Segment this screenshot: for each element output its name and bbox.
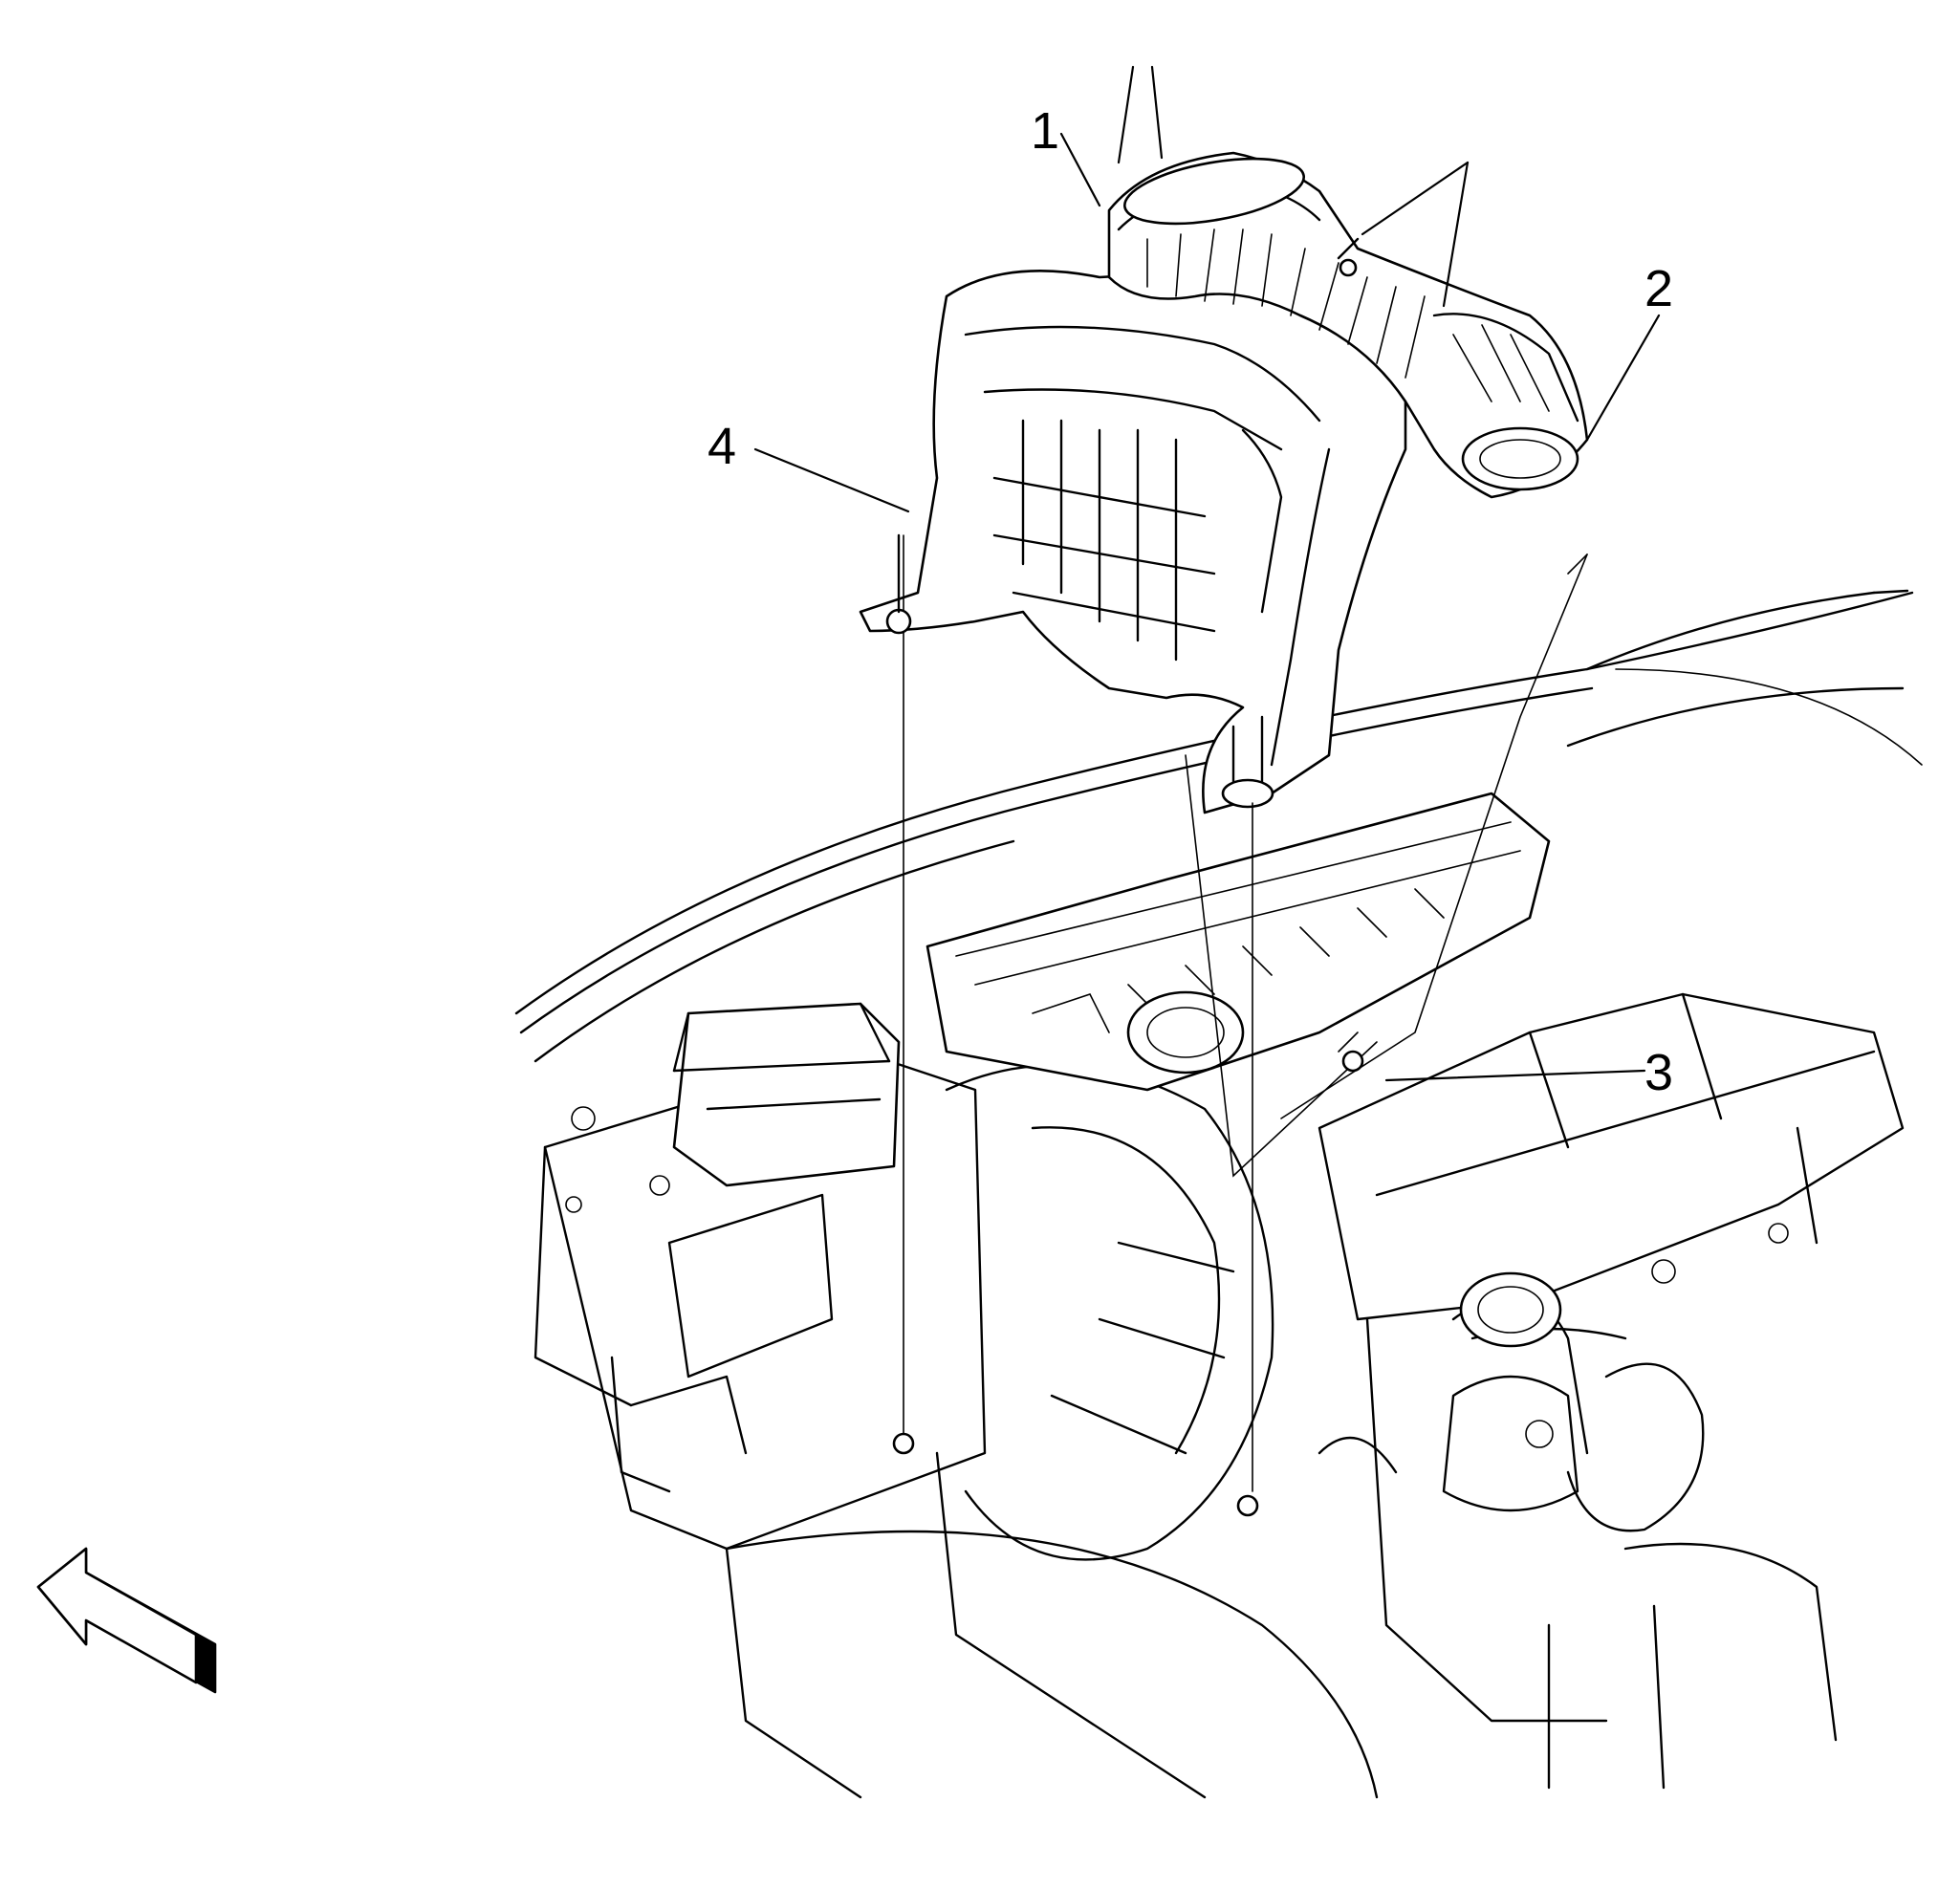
intake-manifold (1318, 992, 1905, 1790)
callout-4: 4 (708, 418, 736, 475)
front-direction-arrow-icon (36, 1547, 217, 1694)
assembly-lines (903, 534, 1588, 1492)
fasteners (885, 258, 1364, 1517)
intake-duct (1107, 151, 1589, 499)
bolt-icon (1236, 1494, 1259, 1517)
bolt-icon (1339, 258, 1358, 277)
radiator-support (534, 1050, 987, 1551)
bolt-icon (885, 608, 912, 635)
callout-leaders (753, 65, 1661, 1082)
air-cleaner-upper-housing (859, 270, 1407, 814)
callout-2: 2 (1644, 260, 1673, 317)
bolt-icon (1341, 1050, 1364, 1073)
battery-box (672, 1002, 901, 1187)
callout-3: 3 (1644, 1044, 1673, 1101)
bolt-icon (892, 1432, 915, 1455)
callouts: 1 2 3 4 (708, 102, 1673, 1101)
air-cleaner-lower-housing (926, 792, 1551, 1092)
callout-1: 1 (1031, 102, 1059, 160)
